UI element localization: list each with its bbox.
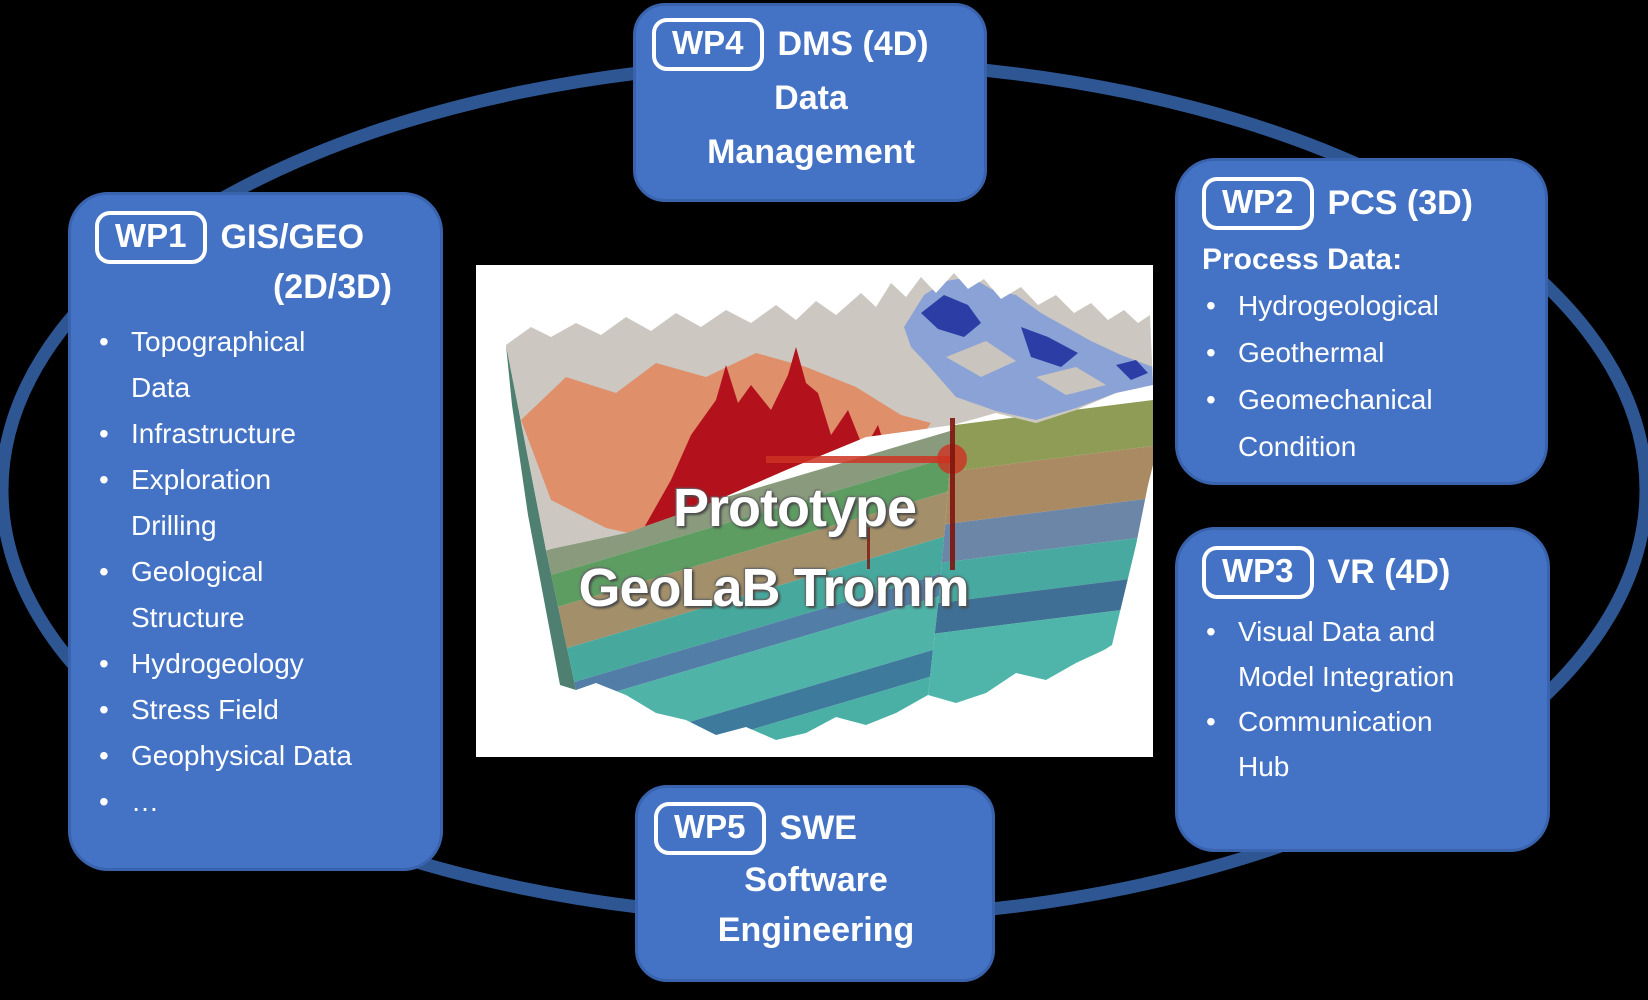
list-item: • Communication Hub xyxy=(1202,699,1529,789)
bullet-icon: • xyxy=(1206,337,1216,369)
terrain-navy-patch xyxy=(1021,327,1078,367)
wp1-bullet-list: • Topographical Data • Infrastructure • … xyxy=(95,319,420,825)
wp3-chip: WP3 xyxy=(1202,546,1314,600)
bullet-icon: • xyxy=(99,418,109,450)
wp4-header: WP4 DMS (4D) xyxy=(652,18,970,72)
bullet-text: Topographical xyxy=(131,326,306,358)
bullet-text: Condition xyxy=(1238,431,1357,463)
wp4-card: WP4 DMS (4D) Data Management xyxy=(633,3,987,202)
list-item: • Geothermal xyxy=(1202,329,1527,376)
list-item: • Stress Field xyxy=(95,687,420,733)
terrain-gray-ridge xyxy=(1036,367,1106,395)
list-item: • Geomechanical Condition xyxy=(1202,376,1527,470)
borehole-horizontal-line xyxy=(766,456,952,463)
wp3-card: WP3 VR (4D) • Visual Data and Model Inte… xyxy=(1175,527,1550,852)
list-item: • Hydrogeology xyxy=(95,641,420,687)
terrain-navy-patch xyxy=(921,295,981,337)
bullet-icon: • xyxy=(99,556,109,588)
list-item: • Hydrogeological xyxy=(1202,282,1527,329)
bullet-text: … xyxy=(131,786,159,818)
bullet-text: Communication xyxy=(1238,706,1433,738)
terrain-navy-patch xyxy=(1116,360,1148,380)
bullet-text: Hydrogeology xyxy=(131,648,304,680)
bullet-icon: • xyxy=(1206,290,1216,322)
model-caption-line1: Prototype xyxy=(672,478,917,538)
bullet-text: Stress Field xyxy=(131,694,279,726)
wp2-intro: Process Data: xyxy=(1202,243,1403,277)
bullet-icon: • xyxy=(1206,616,1216,648)
bullet-text: Geophysical Data xyxy=(131,740,353,772)
bullet-text: Geomechanical xyxy=(1238,384,1433,416)
geology-block-illustration xyxy=(476,265,1153,757)
wp3-title: VR (4D) xyxy=(1327,553,1451,592)
wp4-line3: Management xyxy=(707,133,915,172)
list-item: • Infrastructure xyxy=(95,411,420,457)
bullet-text: Model Integration xyxy=(1238,661,1455,693)
bullet-icon: • xyxy=(99,326,109,358)
wp1-card: WP1 GIS/GEO (2D/3D) • Topographical Data… xyxy=(68,192,443,871)
list-item: • Exploration Drilling xyxy=(95,457,420,549)
wp1-header: WP1 GIS/GEO xyxy=(95,211,420,265)
wp5-card: WP5 SWE Software Engineering xyxy=(635,785,995,982)
bullet-icon: • xyxy=(99,648,109,680)
list-item: • … xyxy=(95,779,420,825)
geolab-model-image: Prototype GeoLaB Tromm xyxy=(476,265,1153,757)
wp3-header: WP3 VR (4D) xyxy=(1202,546,1529,600)
bullet-icon: • xyxy=(99,740,109,772)
wp2-header: WP2 PCS (3D) xyxy=(1202,177,1527,231)
bullet-text: Structure xyxy=(131,602,245,634)
bullet-text: Drilling xyxy=(131,510,217,542)
bullet-text: Infrastructure xyxy=(131,418,296,450)
wp5-header: WP5 SWE xyxy=(654,802,978,856)
bullet-icon: • xyxy=(1206,706,1216,738)
wp1-title: GIS/GEO xyxy=(220,218,365,257)
bullet-icon: • xyxy=(99,786,109,818)
wp4-line2: Data xyxy=(774,79,848,118)
wp4-title: DMS (4D) xyxy=(777,25,929,64)
bullet-icon: • xyxy=(99,464,109,496)
bullet-text: Geological xyxy=(131,556,264,588)
bullet-text: Data xyxy=(131,372,191,404)
list-item: • Geophysical Data xyxy=(95,733,420,779)
list-item: • Visual Data and Model Integration xyxy=(1202,609,1529,699)
wp5-line3: Engineering xyxy=(717,911,915,950)
wp2-bullet-list: • Hydrogeological • Geothermal • Geomech… xyxy=(1202,282,1527,470)
bullet-icon: • xyxy=(1206,384,1216,416)
bullet-icon: • xyxy=(99,694,109,726)
wp5-chip: WP5 xyxy=(654,802,766,856)
bullet-text: Visual Data and xyxy=(1238,616,1436,648)
wp5-line2: Software xyxy=(744,861,888,900)
model-caption-line2: GeoLaB Tromm xyxy=(578,558,969,618)
bullet-text: Exploration xyxy=(131,464,272,496)
wp2-card: WP2 PCS (3D) Process Data: • Hydrogeolog… xyxy=(1175,158,1548,485)
wp5-title: SWE xyxy=(779,809,857,848)
wp2-title: PCS (3D) xyxy=(1327,184,1473,223)
wp3-bullet-list: • Visual Data and Model Integration • Co… xyxy=(1202,609,1529,789)
bullet-text: Hydrogeological xyxy=(1238,290,1439,322)
terrain-gray-ridge xyxy=(946,341,1016,377)
list-item: • Geological Structure xyxy=(95,549,420,641)
wp4-chip: WP4 xyxy=(652,18,764,72)
wp1-chip: WP1 xyxy=(95,211,207,265)
list-item: • Topographical Data xyxy=(95,319,420,411)
borehole-vertical-line-small xyxy=(867,527,870,569)
bullet-text: Geothermal xyxy=(1238,337,1385,369)
borehole-vertical-line xyxy=(950,418,955,570)
wp2-chip: WP2 xyxy=(1202,177,1314,231)
bullet-text: Hub xyxy=(1238,751,1290,783)
wp1-subtitle: (2D/3D) xyxy=(272,268,393,307)
